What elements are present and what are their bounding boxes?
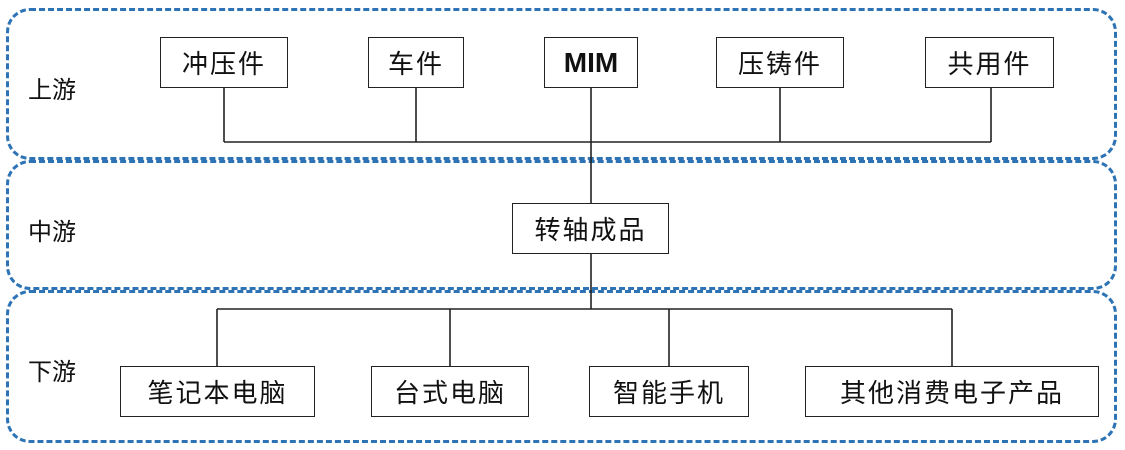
- node-hinge-finished-product: 转轴成品: [512, 203, 669, 254]
- midstream-band: [6, 160, 1117, 290]
- node-smartphone: 智能手机: [589, 366, 749, 417]
- tier-label-upstream: 上游: [28, 76, 76, 104]
- node-die-cast-parts: 压铸件: [716, 37, 844, 88]
- tier-label-midstream: 中游: [28, 218, 76, 246]
- node-desktop: 台式电脑: [371, 366, 529, 417]
- node-mim: MIM: [544, 37, 638, 88]
- node-other-consumer-electronics: 其他消费电子产品: [805, 366, 1099, 417]
- tier-label-downstream: 下游: [28, 358, 76, 386]
- node-stamping-parts: 冲压件: [160, 37, 288, 88]
- upstream-band: [6, 8, 1117, 160]
- node-turned-parts: 车件: [368, 37, 464, 88]
- downstream-band: [6, 290, 1117, 443]
- node-laptop: 笔记本电脑: [120, 366, 315, 417]
- node-common-parts: 共用件: [925, 37, 1054, 88]
